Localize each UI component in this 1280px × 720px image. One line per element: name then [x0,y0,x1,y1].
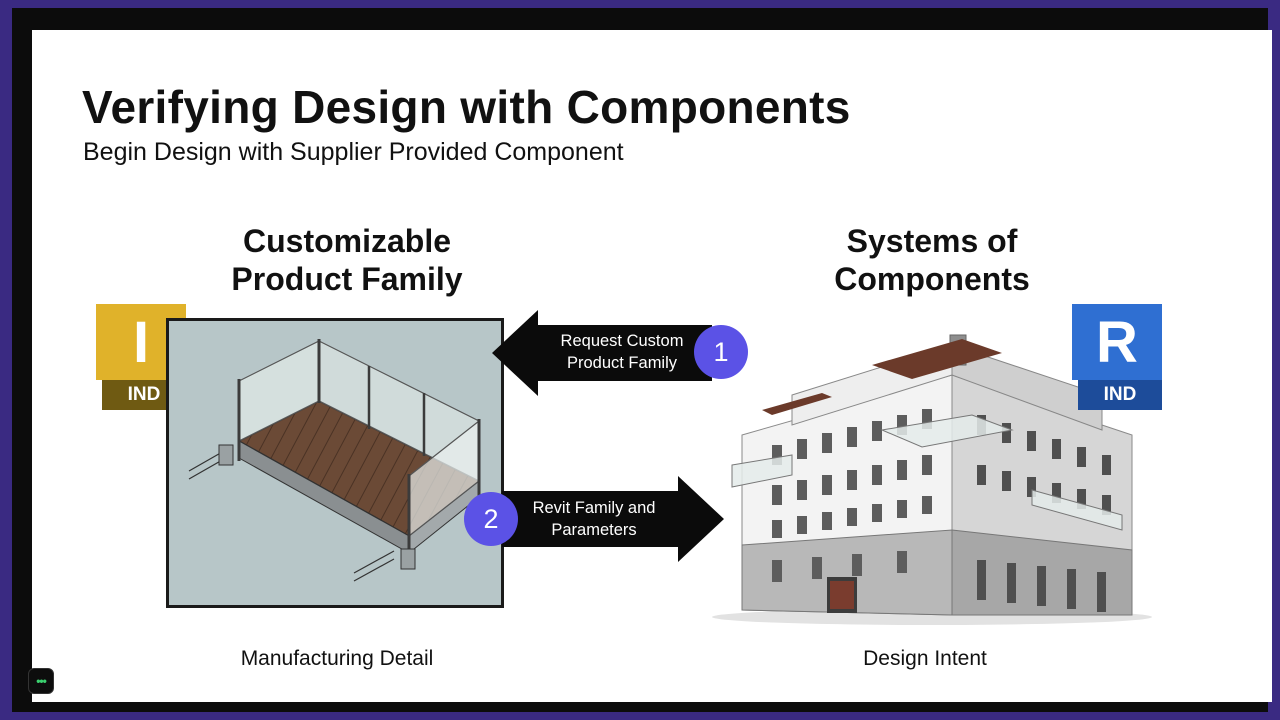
request-arrow-line2: Product Family [566,354,678,372]
revit-family-arrow-label: Revit Family and Parameters [514,497,674,541]
right-heading: Systems of Components [787,222,1077,298]
left-heading-line2: Product Family [231,261,463,297]
balcony-detail-image [166,318,504,608]
left-heading-line1: Customizable [242,223,452,259]
right-caption: Design Intent [863,647,987,670]
slide-title: Verifying Design with Components [82,81,851,133]
slide: Verifying Design with Components Begin D… [32,30,1272,702]
request-arrow-label: Request Custom Product Family [542,330,702,374]
step-2-badge: 2 [464,492,518,546]
revit-family-arrow [502,476,724,562]
right-heading-line2: Components [834,261,1030,297]
balcony-drawing [169,321,501,605]
presentation-frame: Verifying Design with Components Begin D… [12,8,1272,712]
revit-family-arrow-line1: Revit Family and [532,499,656,517]
revit-logo-letter: R [1072,304,1162,380]
chat-bubble-icon[interactable]: ••• [28,668,54,694]
chat-dots-icon: ••• [36,674,47,688]
revit-logo-label: IND [1078,380,1162,410]
left-heading: Customizable Product Family [202,222,492,298]
revit-app-badge: R IND [1072,304,1162,410]
step-1-badge: 1 [694,325,748,379]
building-model-image [712,334,1152,625]
slide-subtitle: Begin Design with Supplier Provided Comp… [83,138,624,166]
request-arrow [492,310,712,396]
revit-family-arrow-line2: Parameters [551,521,637,539]
right-heading-line1: Systems of [846,223,1018,259]
request-arrow-line1: Request Custom [560,332,684,350]
left-caption: Manufacturing Detail [240,647,434,670]
